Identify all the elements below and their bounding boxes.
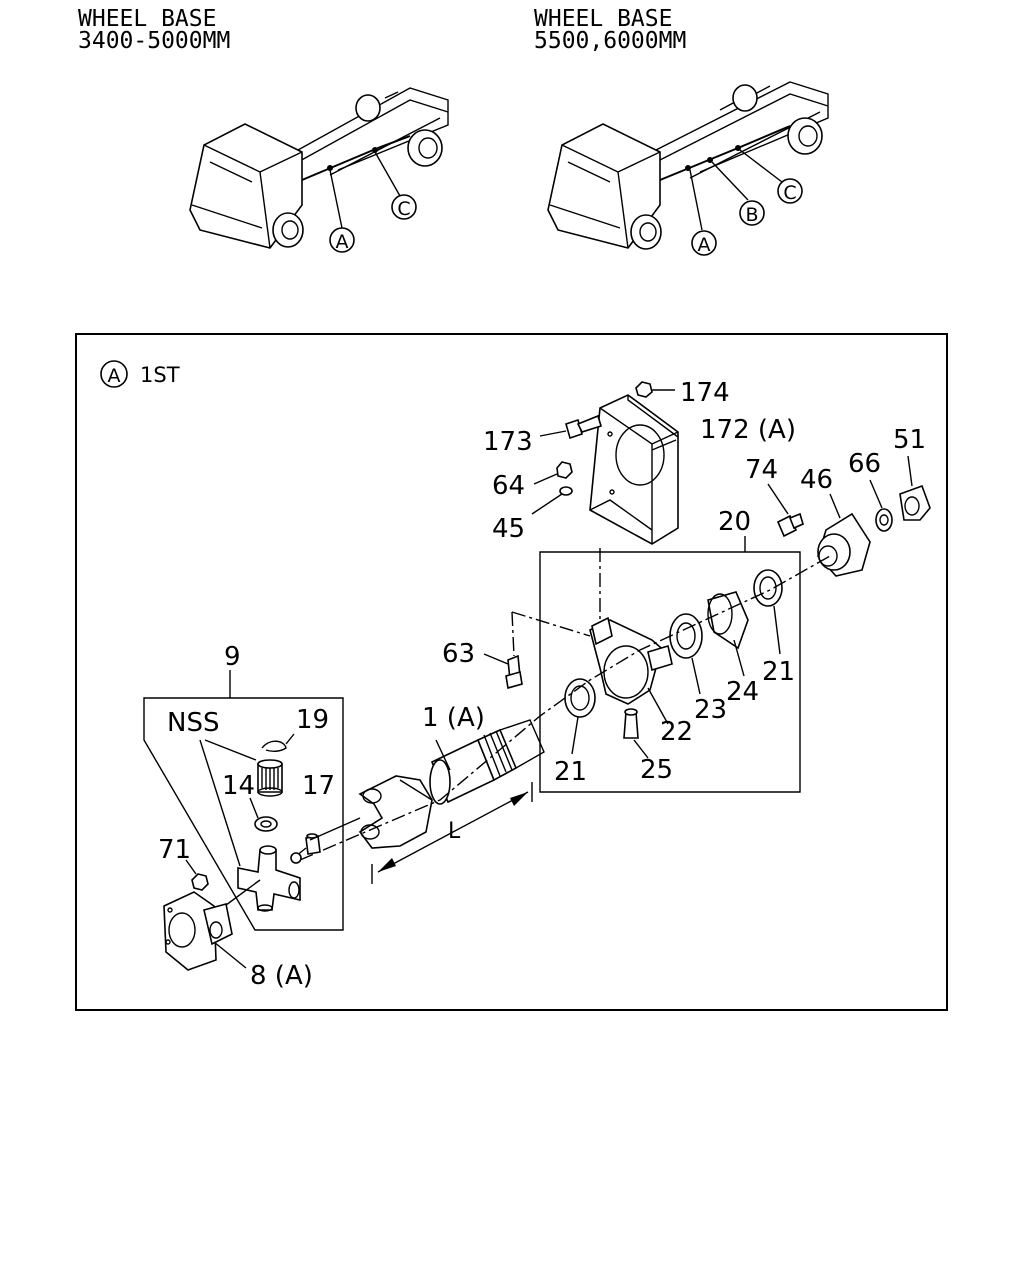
callout-63: 63 — [442, 639, 475, 669]
svg-text:C: C — [783, 182, 796, 204]
section-marker: A — [108, 365, 121, 387]
bolt-74 — [767, 483, 804, 538]
callout-25: 25 — [640, 755, 673, 785]
right-wheelbase-title: WHEEL BASE 5500,6000MM — [534, 6, 686, 54]
callout-8: 8 (A) — [250, 961, 313, 991]
callout-22: 22 — [660, 717, 693, 747]
left-marker-c: C — [391, 194, 417, 220]
callout-51: 51 — [893, 425, 926, 455]
callout-45: 45 — [492, 514, 525, 544]
callout-46: 46 — [800, 465, 833, 495]
flange-46 — [817, 493, 871, 577]
callout-64: 64 — [492, 471, 525, 501]
grease-fitting-25 — [623, 708, 649, 759]
callout-21-right: 21 — [762, 657, 795, 687]
left-wheelbase-title: WHEEL BASE 3400-5000MM — [78, 6, 230, 54]
left-title-line2: 3400-5000MM — [78, 28, 230, 54]
dimension-l: L — [371, 782, 533, 884]
callout-172: 172 (A) — [700, 415, 796, 445]
right-truck-illustration: A B C — [547, 81, 829, 256]
spider-cross — [237, 845, 301, 912]
callout-24: 24 — [726, 677, 759, 707]
callout-19: 19 — [296, 705, 329, 735]
right-marker-c: C — [777, 178, 803, 204]
callout-9: 9 — [224, 642, 241, 672]
assembly-centerline — [299, 555, 831, 861]
callout-21-left: 21 — [554, 757, 587, 787]
svg-text:B: B — [745, 204, 758, 226]
callout-14: 14 — [222, 771, 255, 801]
bolt-173 — [539, 414, 602, 440]
yoke-leader — [221, 817, 361, 909]
callout-66: 66 — [848, 449, 881, 479]
nss-label: NSS — [167, 708, 219, 738]
svg-text:C: C — [397, 198, 410, 220]
snap-ring-19 — [261, 733, 295, 753]
svg-text:A: A — [698, 234, 711, 256]
flange-yoke-8 — [163, 891, 247, 971]
group-9-box — [143, 697, 344, 931]
bearing-23 — [669, 613, 703, 695]
sleeve-24 — [707, 591, 749, 677]
right-marker-a: A — [691, 230, 717, 256]
bolt-63 — [483, 653, 523, 690]
callout-71: 71 — [158, 835, 191, 865]
callout-74: 74 — [745, 455, 778, 485]
nut-64 — [533, 461, 573, 485]
washer-45 — [531, 486, 573, 515]
right-title-line2: 5500,6000MM — [534, 28, 686, 54]
callout-20: 20 — [718, 507, 751, 537]
detail-frame — [75, 333, 948, 1011]
seal-21-left — [564, 678, 596, 755]
bolt-centerline — [511, 611, 591, 657]
bracket-172 — [589, 394, 679, 545]
shaft-1 — [429, 719, 545, 805]
nut-51 — [899, 455, 931, 521]
bearing-housing-22 — [589, 616, 673, 725]
right-title-line1: WHEEL BASE — [534, 6, 672, 32]
callout-174: 174 — [680, 378, 730, 408]
washer-66 — [869, 479, 893, 532]
svg-text:A: A — [336, 231, 349, 253]
right-marker-b: B — [739, 200, 765, 226]
seal-21-right — [753, 569, 783, 655]
bearing-cap-14 — [257, 759, 283, 797]
callout-leaders — [229, 439, 746, 698]
section-heading: A 1ST — [100, 360, 180, 388]
callout-17: 17 — [302, 771, 335, 801]
left-truck-illustration: A C — [189, 87, 449, 253]
section-label: 1ST — [140, 363, 180, 387]
nut-71 — [185, 859, 209, 891]
callout-labels: 174 173 172 (A) 64 45 74 46 66 51 20 63 … — [158, 378, 926, 991]
callout-1: 1 (A) — [422, 703, 485, 733]
callout-173: 173 — [483, 427, 533, 457]
nss-leaders — [199, 739, 257, 867]
group-20-box — [539, 551, 801, 793]
dimension-label: L — [448, 819, 461, 844]
left-marker-a: A — [329, 227, 355, 253]
nut-174 — [635, 381, 675, 398]
grease-nipple-17 — [290, 833, 321, 864]
callout-23: 23 — [694, 695, 727, 725]
slip-yoke — [358, 775, 433, 849]
seal-ring-14 — [249, 797, 278, 832]
left-title-line1: WHEEL BASE — [78, 6, 216, 32]
